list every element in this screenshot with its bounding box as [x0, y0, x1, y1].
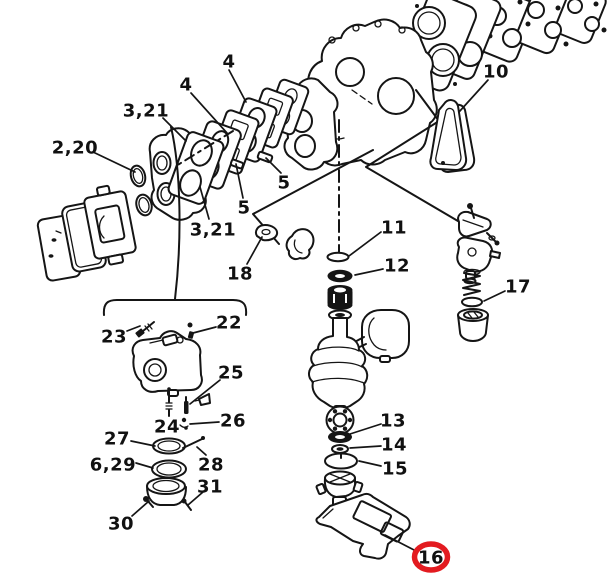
- carburetor-screws-drawing: [135, 321, 195, 339]
- part-label-14[interactable]: 14: [381, 435, 407, 456]
- part-label-28[interactable]: 28: [198, 455, 224, 476]
- leader-line-10: [458, 79, 489, 113]
- crankshaft-drawing: [308, 309, 410, 414]
- float-bowl-30-drawing: [143, 477, 187, 508]
- leader-line-13: [349, 423, 382, 435]
- part-label-26[interactable]: 26: [220, 411, 246, 432]
- highlight-ring: [411, 541, 451, 573]
- reed-plate-stack-drawing: [167, 78, 310, 205]
- part-label-27[interactable]: 27: [104, 429, 130, 450]
- plug-18-drawing: [255, 224, 279, 242]
- leader-line-27: [130, 440, 156, 447]
- silencer-body-drawing: [83, 184, 137, 266]
- washer-14-drawing: [331, 444, 349, 454]
- o-ring-17-drawing: [461, 296, 483, 308]
- part-label-13[interactable]: 13: [380, 411, 406, 432]
- leader-line-31: [187, 491, 204, 506]
- leader-line-5-a: [265, 157, 282, 174]
- leader-line-16: [384, 534, 417, 552]
- part-label-22[interactable]: 22: [216, 313, 242, 334]
- leader-line-5-b: [235, 163, 244, 199]
- clip-26-drawing: [179, 417, 189, 430]
- leader-line-6-29: [135, 462, 154, 469]
- pump-spring-drawing: [462, 268, 481, 296]
- part-label-17[interactable]: 17: [505, 277, 531, 298]
- jet-needle-24-drawing: [165, 387, 173, 417]
- leader-line-17: [483, 290, 506, 302]
- carburetor-link-curve: [170, 126, 181, 300]
- part-label-2-20[interactable]: 2,20: [52, 138, 98, 159]
- part-label-30[interactable]: 30: [108, 514, 134, 535]
- ball-bearing-drawing: [325, 405, 355, 435]
- part-label-25[interactable]: 25: [218, 363, 244, 384]
- part-label-5-a[interactable]: 5: [277, 173, 290, 194]
- part-label-11[interactable]: 11: [381, 218, 407, 239]
- leader-line-4-a: [228, 69, 247, 103]
- part-label-10[interactable]: 10: [483, 62, 509, 83]
- bowl-screw-31-drawing: [181, 498, 192, 511]
- leader-line-3-21-b: [199, 186, 210, 220]
- fuel-pump-bracket-drawing: [457, 203, 500, 246]
- exhaust-gasket-drawing: [429, 99, 476, 173]
- part-label-3-21-a[interactable]: 3,21: [123, 101, 169, 122]
- carburetor-bracket: [102, 299, 248, 316]
- leader-line-23: [126, 325, 141, 332]
- leader-line-14: [349, 445, 382, 449]
- leader-line-2-20: [92, 151, 136, 173]
- leader-line-25: [189, 379, 221, 405]
- thermostat-cover-drawing: [285, 228, 315, 261]
- leader-line-4-b: [190, 92, 228, 134]
- part-label-3-21-b[interactable]: 3,21: [190, 220, 236, 241]
- part-label-4-b[interactable]: 4: [179, 75, 192, 96]
- cylinder-block-drawing: [303, 18, 438, 167]
- leader-line-15: [358, 460, 382, 467]
- lever-25-drawing: [194, 393, 211, 406]
- float-gasket-27-drawing: [152, 437, 186, 455]
- part-label-16[interactable]: 16: [418, 548, 444, 569]
- part-label-24[interactable]: 24: [154, 417, 180, 438]
- pump-cup-drawing: [457, 308, 489, 342]
- part-label-12[interactable]: 12: [384, 256, 410, 277]
- gasket-plate-16-drawing: [315, 492, 411, 560]
- manifold-o-rings-drawing: [129, 164, 153, 217]
- oil-seal-13-drawing: [328, 431, 352, 443]
- float-29-drawing: [151, 459, 187, 479]
- leader-line-26: [189, 421, 220, 425]
- leader-line-22: [192, 326, 217, 334]
- float-pin-28-drawing: [182, 436, 205, 449]
- leader-line-30: [131, 500, 150, 517]
- washer-15-drawing: [324, 452, 358, 470]
- part-label-15[interactable]: 15: [382, 459, 408, 480]
- head-cover-drawing: [474, 0, 607, 63]
- oil-seal-12-drawing: [327, 269, 353, 283]
- part-label-31[interactable]: 31: [197, 477, 223, 498]
- part-label-5-b[interactable]: 5: [237, 198, 250, 219]
- part-label-23[interactable]: 23: [101, 327, 127, 348]
- part-label-6-29[interactable]: 6,29: [90, 455, 136, 476]
- leader-line-18: [246, 236, 263, 265]
- pilot-screw-drawing: [184, 396, 189, 414]
- part-label-18[interactable]: 18: [227, 264, 253, 285]
- part-label-4-a[interactable]: 4: [222, 52, 235, 73]
- leader-line-28: [196, 446, 207, 456]
- oil-pump-housing-drawing: [315, 470, 364, 513]
- o-ring-11-drawing: [326, 251, 350, 263]
- leader-line-12: [354, 268, 384, 276]
- leader-line-3-21-a: [162, 117, 187, 142]
- upper-bearing-drawing: [327, 285, 353, 310]
- leader-line-11: [348, 231, 382, 257]
- carburetor-body-drawing: [131, 330, 203, 397]
